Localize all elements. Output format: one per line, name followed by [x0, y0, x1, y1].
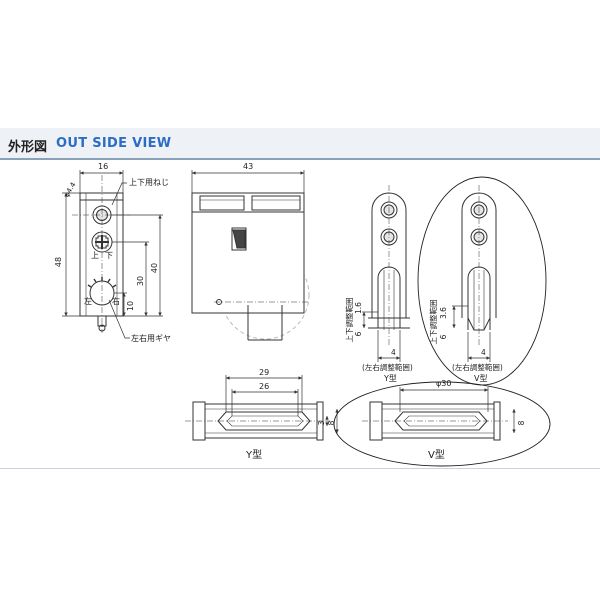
v-dim-4-label: 4 [481, 348, 486, 357]
left-mark: 左 [84, 296, 92, 306]
v-dim-36-label: 3.6 [439, 307, 448, 319]
y-type-side-label: Y型 [383, 374, 397, 383]
v-type-bottom-view [362, 401, 508, 441]
v-dim-8-label: 8 [517, 420, 526, 425]
y-dim-4-label: 4 [391, 348, 396, 357]
dim-40-label: 40 [150, 263, 159, 273]
y-dim-8-label: 8 [327, 420, 336, 425]
v-lr-range-label: (左右調整範囲) [452, 362, 503, 372]
v-bottom-highlight-ellipse [333, 381, 551, 467]
section-title-en: OUT SIDE VIEW [56, 136, 172, 151]
dim-3-label: 3 [317, 420, 326, 425]
lr-adjust-gear-label: 左右用ギヤ [131, 333, 171, 343]
right-mark: 右 [112, 296, 120, 306]
section-header [0, 128, 600, 160]
dim-16-label: 16 [98, 162, 108, 171]
v-type-side-label: V型 [474, 374, 487, 383]
y-dim-16-label: 1.6 [354, 302, 363, 314]
header-rule [0, 158, 600, 160]
dim-10-label: 10 [126, 301, 135, 311]
v-dim-6-label: 6 [439, 334, 448, 339]
dim-48-label: 48 [54, 257, 63, 267]
dim-30-label: 30 [136, 276, 145, 286]
dim-phi44-label: φ4.4 [63, 181, 78, 199]
v-vertical-range-label: 上下調整範囲 [428, 300, 438, 345]
y-type-bottom-label: Y型 [245, 448, 262, 461]
y-vertical-range-label: 上下調整範囲 [344, 298, 354, 343]
y-type-side-view [368, 185, 410, 345]
y-dim-6-label: 6 [354, 331, 363, 336]
section-title-jp: 外形図 [8, 140, 48, 155]
v-type-bottom-label: V型 [428, 448, 445, 461]
v-type-side-view [461, 185, 497, 345]
dim-26-label: 26 [259, 382, 269, 391]
top-adjust-screw-label: 上下用ねじ [129, 178, 169, 187]
y-lr-range-label: (左右調整範囲) [362, 362, 413, 372]
down-mark: 下 [105, 251, 113, 260]
up-mark: 上 [91, 251, 99, 260]
bottom-rule [0, 468, 600, 469]
dim-29-label: 29 [259, 368, 269, 377]
y-type-bottom-view [185, 401, 330, 441]
dim-43-label: 43 [243, 162, 253, 171]
side-view [191, 192, 310, 341]
front-view [72, 175, 130, 333]
dim-phi30-label: φ30 [436, 379, 451, 388]
